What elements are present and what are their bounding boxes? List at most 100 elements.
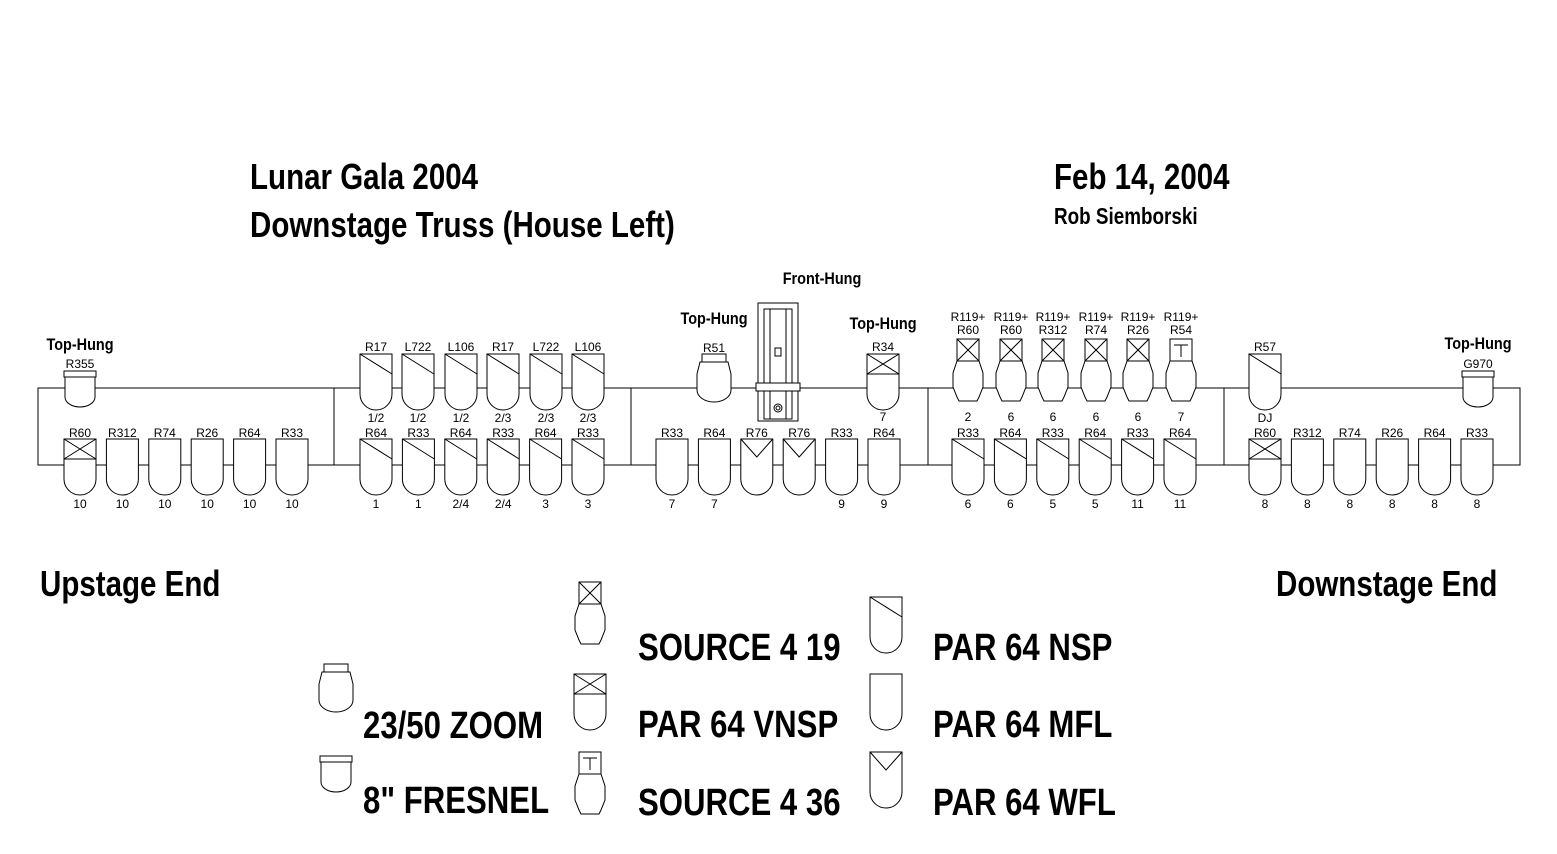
nsp-mark (994, 438, 1027, 460)
fixture-par-mfl: R33 10 (275, 426, 309, 511)
legend-item-source4-19: SOURCE 4 19 (574, 581, 841, 669)
gel-label: R33 (407, 426, 429, 440)
channel-label: 11 (1174, 497, 1187, 511)
fixture-body (869, 673, 903, 731)
channel-label: 3 (542, 497, 549, 511)
fixture-body (1375, 438, 1409, 496)
gel-label: R119+ (1121, 310, 1156, 324)
fixture-body (1290, 438, 1324, 496)
channel-label: 7 (711, 497, 718, 511)
nsp-mark (529, 353, 563, 375)
channel-label: 6 (1008, 410, 1015, 424)
fixture-body (866, 353, 900, 411)
gel-label: R64 (873, 426, 895, 440)
gel-label: R33 (281, 426, 303, 440)
channel-label: 2/3 (580, 411, 597, 425)
fixture-body (1036, 438, 1070, 496)
fixture-body (529, 438, 563, 496)
fixture-body (233, 438, 267, 496)
gel-label: G970 (1463, 357, 1493, 371)
channel-label: 7 (669, 497, 676, 511)
legend-item-source4-36: SOURCE 4 36 (574, 751, 841, 824)
channel-label: 6 (1135, 410, 1142, 424)
channel-label: 11 (1131, 497, 1144, 511)
gel-label: R74 (154, 426, 176, 440)
gel-label: R33 (831, 426, 853, 440)
downstage-end-label: Downstage End (1276, 563, 1498, 604)
channel-label: 1/2 (410, 411, 427, 425)
gel-label: R64 (1084, 426, 1106, 440)
gel-label: R64 (1169, 426, 1191, 440)
wfl-mark (740, 438, 774, 458)
plot-author: Rob Siemborski (1054, 203, 1198, 229)
legend-item-fresnel8: 8" FRESNEL (319, 755, 549, 822)
fixture-body (655, 438, 689, 496)
gel-label: R74 (1085, 323, 1107, 337)
gel-label: R119+ (1036, 310, 1071, 324)
channel-label: 1 (373, 497, 380, 511)
wfl-mark (869, 751, 903, 771)
fixture-body (190, 438, 224, 496)
gel-label: R312 (1039, 323, 1068, 337)
channel-label: 9 (838, 497, 845, 511)
s4-mark (1126, 338, 1150, 362)
fixture-body (444, 438, 478, 496)
hung-label: Top-Hung (1444, 335, 1511, 353)
s4-mark (578, 581, 602, 605)
channel-label: 8 (1389, 497, 1396, 511)
legend-item-zoom2350: 23/50 ZOOM (318, 663, 543, 747)
gel-label: R312 (1293, 426, 1322, 440)
fixture-body (1121, 438, 1155, 496)
nsp-mark (486, 353, 520, 375)
legend-label: 23/50 ZOOM (363, 705, 543, 747)
hung-label: Top-Hung (849, 315, 916, 333)
s4-body (952, 360, 984, 402)
channel-label: 8 (1431, 497, 1438, 511)
gel-label: L722 (405, 340, 432, 354)
nsp-mark (1121, 438, 1154, 460)
legend-item-par-mfl: PAR 64 MFL (869, 673, 1112, 746)
fixture-body (1078, 438, 1112, 496)
nsp-mark (359, 438, 393, 460)
zoom-barrel (323, 663, 349, 673)
channel-label: 10 (285, 497, 299, 511)
fixture-body (359, 353, 393, 411)
fixture-body (486, 438, 520, 496)
s4-body (1165, 360, 1197, 402)
gel-label: L106 (575, 340, 602, 354)
gel-label: R26 (196, 426, 218, 440)
nsp-mark (951, 438, 985, 460)
s4-body (1037, 360, 1069, 402)
fixture-body (782, 438, 816, 496)
wfl-mark (782, 438, 816, 458)
fixture-body (993, 438, 1027, 496)
vnsp-mark (573, 673, 607, 695)
vnsp-mark (866, 353, 900, 375)
nsp-mark (1163, 438, 1197, 460)
nsp-mark (571, 438, 605, 460)
channel-label: 10 (73, 497, 87, 511)
channel-label: 5 (1092, 497, 1099, 511)
gel-label: R60 (69, 426, 91, 440)
gel-label: R33 (577, 426, 599, 440)
fixture-par-wfl: R76 (740, 426, 774, 496)
gel-label: R76 (746, 426, 768, 440)
gel-label: R74 (1339, 426, 1361, 440)
